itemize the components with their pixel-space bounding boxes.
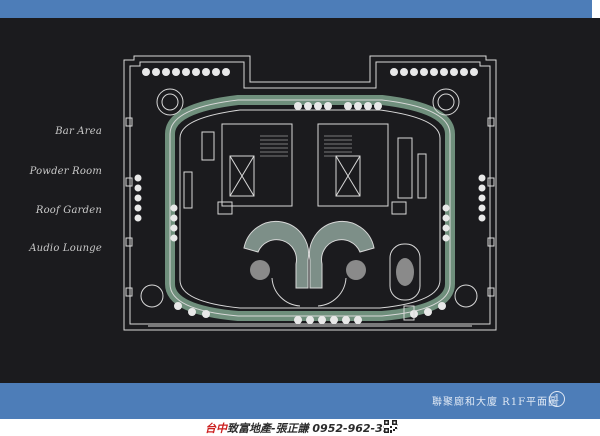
qr-code-icon (384, 420, 397, 433)
r1f-floor-plan (123, 55, 497, 331)
inner-wall (129, 61, 491, 325)
legend-roof-garden: Roof Garden (35, 205, 102, 216)
shrubs (134, 68, 486, 324)
top-band-notch (592, 0, 600, 18)
bottom-blue-band (0, 383, 600, 419)
side-pillars (125, 117, 495, 297)
audio-lounge-seating (243, 220, 421, 321)
page-number: 1 (554, 394, 560, 404)
planter-ring (165, 95, 455, 321)
central-core (221, 123, 389, 207)
stair-treads (260, 135, 352, 157)
watermark-text: 致富地產-張正謙 0952-962-396 (227, 422, 399, 435)
page-number-badge: 1 (549, 391, 565, 407)
legend-bar-area: Bar Area (55, 126, 102, 137)
outer-wall (123, 55, 497, 331)
top-blue-band (0, 0, 600, 18)
agent-watermark: 台中致富地產-張正謙 0952-962-396 (205, 420, 398, 436)
bar-counters (183, 131, 427, 215)
legend-audio-lounge: Audio Lounge (29, 243, 102, 254)
trees (140, 88, 478, 308)
footer-strip (0, 419, 600, 435)
plan-caption: 聯聚廊和大廈 R1F平面圖 (432, 397, 560, 408)
watermark-prefix: 台中 (205, 422, 227, 435)
legend-powder-room: Powder Room (29, 166, 102, 177)
